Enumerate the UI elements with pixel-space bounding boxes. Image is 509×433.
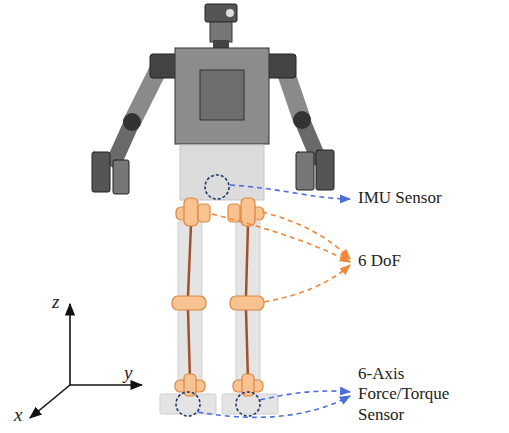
elbow: [293, 111, 311, 129]
callout-label: 6-Axis Force/Torque Sensor: [358, 364, 476, 425]
leader-line: [198, 396, 350, 417]
foot: [222, 394, 278, 414]
leg-link: [246, 224, 248, 296]
gripper: [316, 150, 334, 190]
knee-joint: [230, 296, 264, 310]
leader-line: [262, 212, 350, 259]
shin: [178, 310, 202, 380]
axis-label: y: [124, 362, 132, 385]
thigh: [178, 222, 202, 300]
callout-label: IMU Sensor: [358, 188, 442, 208]
gripper: [113, 160, 129, 194]
leg-joints: [172, 198, 264, 396]
robot-legs: [160, 222, 278, 414]
leg-link: [246, 310, 248, 380]
imu-circle: [205, 175, 229, 199]
ankle-joint: [184, 374, 196, 396]
robot-torso: [150, 48, 296, 200]
elbow: [123, 113, 141, 131]
leader-line: [212, 214, 350, 262]
shin: [236, 310, 260, 380]
ft-circle: [236, 392, 260, 416]
shoulder: [266, 54, 296, 78]
robot-head: [205, 4, 237, 50]
torso-box: [175, 48, 269, 144]
foot: [160, 394, 216, 414]
camera-lens: [226, 9, 234, 17]
gripper: [92, 152, 110, 192]
pelvis: [180, 145, 264, 200]
axis-line: [70, 384, 142, 386]
axis-line: [69, 304, 71, 385]
axis-label: z: [52, 291, 59, 314]
leader-line: [230, 185, 350, 199]
knee-joint: [172, 296, 206, 310]
ft-circle: [176, 392, 200, 416]
leg-link: [188, 310, 190, 380]
gripper: [296, 152, 314, 190]
sensor-marks: [176, 175, 260, 416]
hip-joint: [184, 198, 198, 226]
leg-link: [188, 224, 191, 296]
camera: [205, 4, 237, 22]
leader-lines: [198, 185, 350, 417]
pan-tilt: [210, 22, 232, 42]
leader-line: [260, 391, 350, 400]
hip-joint: [198, 204, 210, 222]
thigh: [236, 222, 260, 300]
axis-line: [30, 385, 70, 418]
torso-panel: [200, 70, 244, 120]
axis-label: x: [14, 404, 22, 427]
callout-label: 6 DoF: [358, 251, 401, 271]
coordinate-axes: [30, 304, 142, 418]
leader-line: [264, 265, 350, 302]
